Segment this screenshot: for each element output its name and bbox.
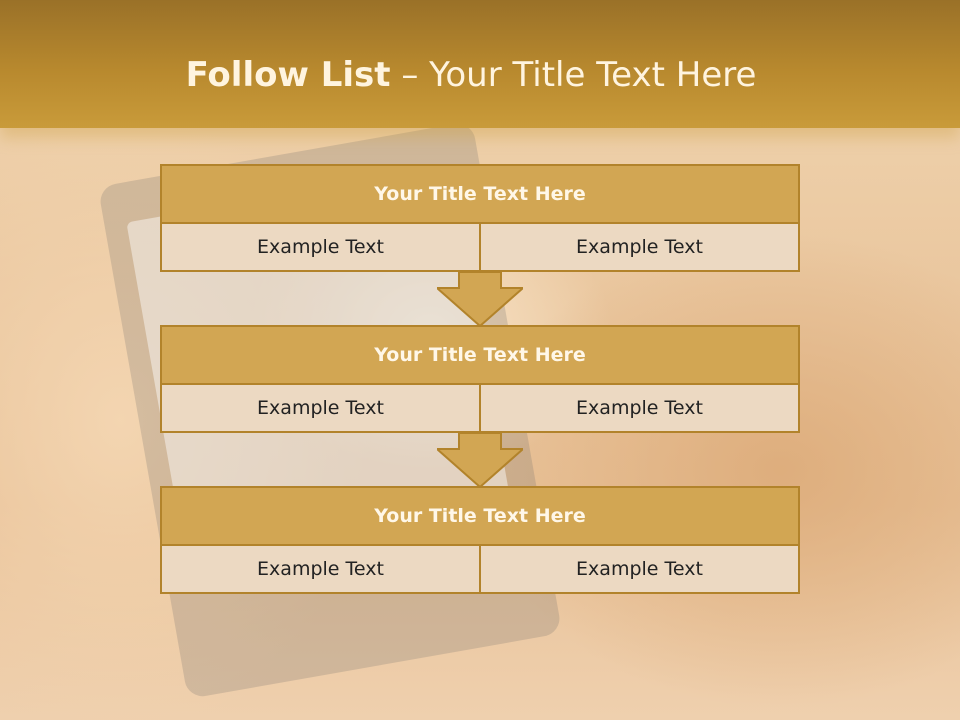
down-arrow-icon [437, 272, 523, 326]
down-arrow-icon [437, 433, 523, 487]
step-cell-left: Example Text [162, 385, 479, 431]
step-cell-left: Example Text [162, 546, 479, 592]
step-title: Your Title Text Here [162, 166, 798, 224]
step-box-3: Your Title Text Here Example Text Exampl… [160, 486, 800, 594]
step-cell-right: Example Text [479, 385, 798, 431]
step-cell-right: Example Text [479, 546, 798, 592]
step-cell-right: Example Text [479, 224, 798, 270]
slide-title: Follow List – Your Title Text Here [0, 55, 942, 95]
slide-title-bold: Follow List [185, 55, 391, 95]
step-box-1: Your Title Text Here Example Text Exampl… [160, 164, 800, 272]
slide-title-rest: – Your Title Text Here [390, 55, 757, 95]
step-row: Example Text Example Text [162, 224, 798, 270]
step-title: Your Title Text Here [162, 327, 798, 385]
step-cell-left: Example Text [162, 224, 479, 270]
step-box-2: Your Title Text Here Example Text Exampl… [160, 325, 800, 433]
step-row: Example Text Example Text [162, 546, 798, 592]
step-title: Your Title Text Here [162, 488, 798, 546]
header-band [0, 0, 960, 128]
step-row: Example Text Example Text [162, 385, 798, 431]
